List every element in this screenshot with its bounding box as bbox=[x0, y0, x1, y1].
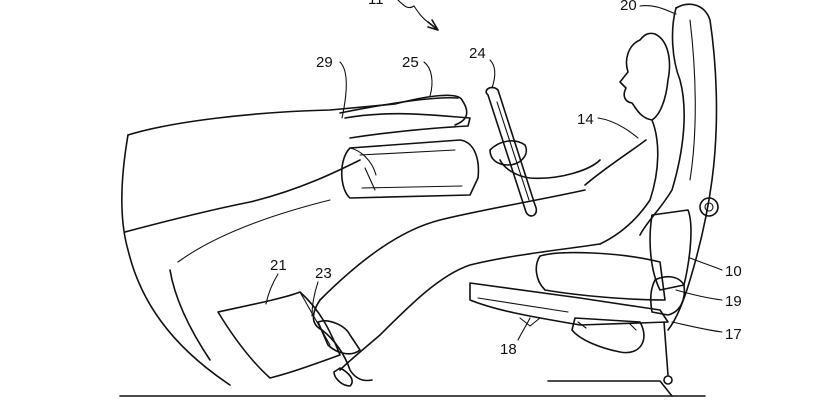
svg-text:25: 25 bbox=[402, 54, 419, 71]
label-10: 10 bbox=[689, 257, 742, 280]
floor-line bbox=[119, 380, 706, 397]
seat bbox=[469, 3, 719, 385]
label-14: 14 bbox=[577, 111, 639, 139]
svg-text:23: 23 bbox=[315, 265, 332, 282]
svg-text:19: 19 bbox=[725, 293, 742, 310]
svg-text:21: 21 bbox=[270, 257, 287, 274]
steering-column bbox=[340, 139, 480, 199]
dashboard-body bbox=[121, 94, 471, 386]
driver-figure bbox=[312, 32, 671, 387]
pedal bbox=[217, 291, 341, 379]
svg-text:29: 29 bbox=[316, 54, 333, 71]
label-29: 29 bbox=[316, 54, 347, 119]
label-17: 17 bbox=[671, 321, 742, 343]
label-25: 25 bbox=[402, 54, 433, 97]
svg-text:24: 24 bbox=[469, 45, 486, 62]
svg-text:11: 11 bbox=[368, 0, 384, 8]
svg-text:10: 10 bbox=[725, 263, 742, 280]
label-24: 24 bbox=[469, 45, 496, 89]
svg-text:14: 14 bbox=[577, 111, 594, 128]
label-18: 18 bbox=[500, 317, 531, 358]
svg-text:17: 17 bbox=[725, 326, 742, 343]
label-23: 23 bbox=[311, 265, 332, 317]
label-11: 11 bbox=[368, 0, 439, 31]
label-20: 20 bbox=[620, 0, 677, 15]
steering-wheel bbox=[485, 86, 538, 217]
label-21: 21 bbox=[265, 257, 287, 305]
svg-text:20: 20 bbox=[620, 0, 637, 14]
svg-text:18: 18 bbox=[500, 341, 517, 358]
label-19: 19 bbox=[675, 289, 742, 310]
